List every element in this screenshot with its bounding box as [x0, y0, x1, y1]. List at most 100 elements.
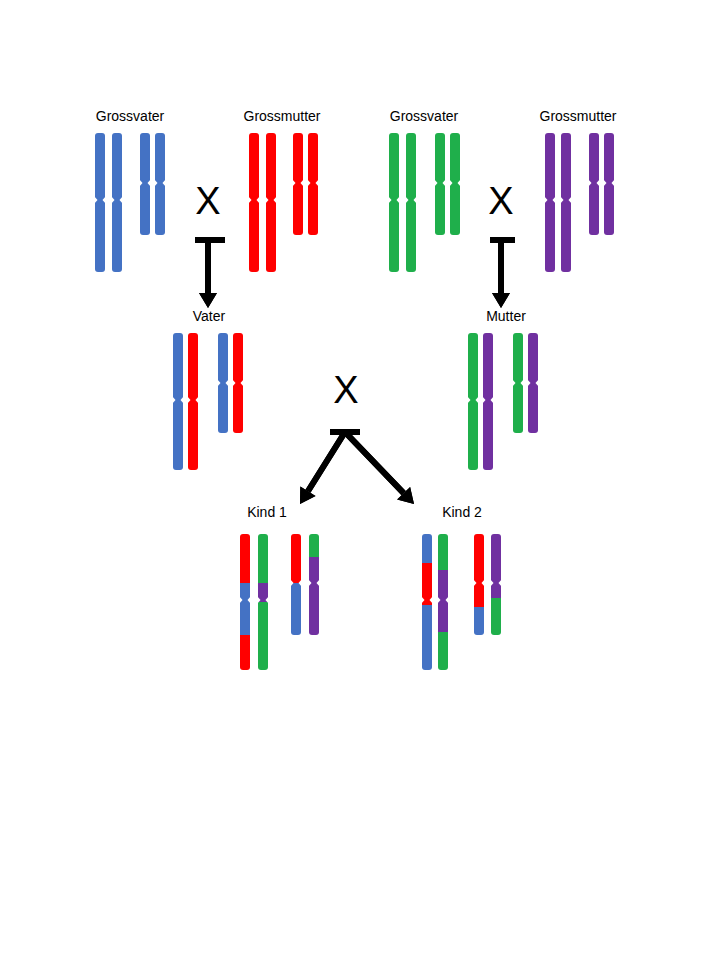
person-label: Grossvater — [96, 108, 164, 124]
inheritance-arrow — [208, 240, 225, 293]
centromere-notch — [226, 379, 230, 387]
centromere-notch — [536, 379, 540, 387]
centromere-notch — [257, 196, 261, 204]
centromere-notch — [437, 596, 441, 604]
chromosome-segment — [468, 333, 478, 470]
centromere-notch — [148, 179, 152, 187]
person-label: Grossmutter — [243, 108, 320, 124]
centromere-notch — [163, 179, 167, 187]
centromere-notch — [458, 179, 462, 187]
chromosome — [172, 333, 184, 470]
chromosome-segment — [293, 133, 303, 235]
centromere-notch — [94, 196, 98, 204]
centromere-notch — [499, 579, 503, 587]
centromere-notch — [316, 179, 320, 187]
cross-symbol: X — [333, 369, 358, 412]
chromosome-segment — [188, 333, 198, 470]
chromosome-segment — [561, 133, 571, 272]
centromere-notch — [443, 179, 447, 187]
centromere-notch — [388, 196, 392, 204]
centromere-notch — [476, 396, 480, 404]
centromere-notch — [603, 179, 607, 187]
chromosome — [482, 333, 494, 470]
chromosome — [490, 534, 502, 635]
chromosome-segment — [309, 557, 319, 635]
chromosome — [437, 534, 449, 670]
chromosome — [512, 333, 524, 433]
chromosome-segment — [218, 333, 228, 433]
person-label: Kind 2 — [442, 504, 482, 520]
chromosome — [421, 534, 433, 670]
chromosome — [232, 333, 244, 433]
chromosome — [217, 333, 229, 433]
chromosome-segment — [438, 570, 448, 632]
centromere-notch — [248, 596, 252, 604]
chromosome — [290, 534, 302, 635]
chromosome-segment — [438, 632, 448, 670]
chromosome-segment — [422, 605, 432, 670]
chromosome-segment — [589, 133, 599, 235]
centromere-notch — [446, 596, 450, 604]
centromere-notch — [217, 379, 221, 387]
centromere-notch — [181, 396, 185, 404]
person-label: Vater — [193, 308, 225, 324]
centromere-notch — [434, 179, 438, 187]
chromosome — [154, 133, 166, 235]
centromere-notch — [103, 196, 107, 204]
centromere-notch — [257, 596, 261, 604]
person-group: Mutter — [360, 308, 545, 473]
chromosome — [467, 333, 479, 470]
centromere-notch — [414, 196, 418, 204]
chromosome — [560, 133, 572, 272]
centromere-notch — [232, 379, 236, 387]
centromere-notch — [154, 179, 158, 187]
centromere-notch — [111, 196, 115, 204]
chromosome — [307, 133, 319, 235]
chromosome — [239, 534, 251, 670]
centromere-notch — [569, 196, 573, 204]
chromosome — [94, 133, 106, 272]
person-group: Vater — [165, 308, 330, 473]
chromosome — [139, 133, 151, 235]
chromosome-segment — [545, 133, 555, 272]
chromosome-segment — [491, 534, 501, 598]
centromere-notch — [196, 396, 200, 404]
centromere-notch — [299, 579, 303, 587]
centromere-notch — [172, 396, 176, 404]
centromere-notch — [274, 196, 278, 204]
chromosome-segment — [435, 133, 445, 235]
centromere-notch — [597, 179, 601, 187]
person-label: Grossvater — [390, 108, 458, 124]
inheritance-arrow — [345, 432, 404, 493]
chromosome-segment — [513, 333, 523, 433]
chromosome-segment — [266, 133, 276, 272]
chromosome-segment — [291, 534, 301, 583]
centromere-notch — [241, 379, 245, 387]
centromere-notch — [421, 596, 425, 604]
centromere-notch — [544, 196, 548, 204]
chromosome-segment — [240, 534, 250, 583]
inheritance-arrow — [501, 240, 515, 293]
chromosome-segment — [258, 534, 268, 583]
centromere-notch — [139, 179, 143, 187]
chromosome-segment — [528, 333, 538, 433]
centromere-notch — [308, 579, 312, 587]
person-group: Kind 2 — [410, 504, 510, 674]
centromere-notch — [527, 379, 531, 387]
centromere-notch — [290, 579, 294, 587]
person-label: Mutter — [486, 308, 526, 324]
centromere-notch — [482, 579, 486, 587]
chromosome — [603, 133, 615, 235]
chromosome-segment — [450, 133, 460, 235]
chromosome — [248, 133, 260, 272]
chromosome — [257, 534, 269, 670]
chromosome — [111, 133, 123, 272]
cross-symbol: X — [195, 180, 220, 223]
chromosome-segment — [438, 534, 448, 570]
chromosome — [405, 133, 417, 272]
centromere-notch — [397, 196, 401, 204]
chromosome — [527, 333, 539, 433]
chromosome-segment — [112, 133, 122, 272]
chromosome — [544, 133, 556, 272]
